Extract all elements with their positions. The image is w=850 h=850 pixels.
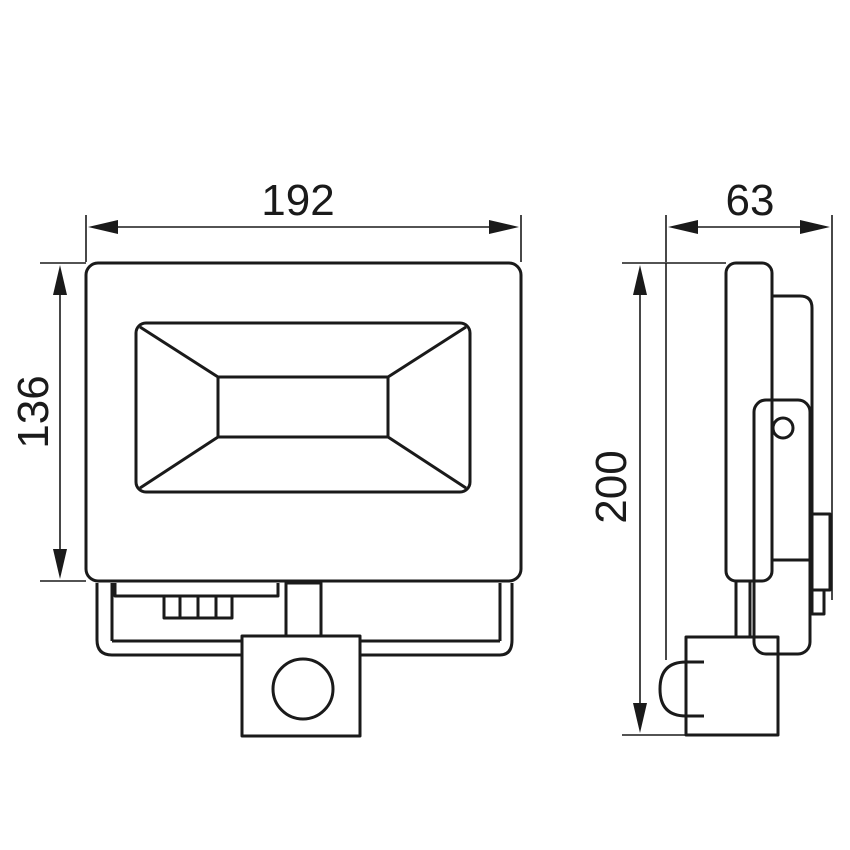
dimension-height-label: 136: [9, 375, 58, 448]
dimension-width: 192: [85, 176, 522, 262]
bracket-right: [360, 583, 514, 657]
dimension-total-height: 200: [587, 262, 726, 736]
side-bracket-pivot: [771, 416, 795, 440]
side-sensor-housing: [684, 635, 780, 737]
pir-sensor-housing: [240, 634, 362, 738]
bracket-left: [95, 583, 242, 657]
dimension-depth-label: 63: [726, 176, 775, 225]
gland-strip: [113, 583, 280, 598]
led-window-outer: [134, 321, 472, 494]
side-heatsink: [772, 294, 814, 562]
side-rear-tab: [810, 588, 826, 616]
dimension-width-label: 192: [261, 176, 334, 225]
dimension-height: 136: [9, 262, 86, 582]
side-view: [658, 261, 832, 737]
dimension-depth: 63: [665, 176, 833, 600]
led-window-bevel: [139, 325, 467, 490]
front-view: [84, 261, 523, 738]
side-sensor-lens: [658, 660, 687, 718]
led-window-inner: [216, 375, 390, 439]
dimension-total-height-label: 200: [587, 450, 636, 523]
sensor-stem: [284, 581, 323, 638]
pir-sensor-lens: [271, 657, 335, 721]
side-rear-block: [810, 512, 832, 592]
side-body: [724, 261, 774, 583]
front-housing: [84, 261, 523, 583]
side-bracket-arm: [752, 398, 812, 656]
